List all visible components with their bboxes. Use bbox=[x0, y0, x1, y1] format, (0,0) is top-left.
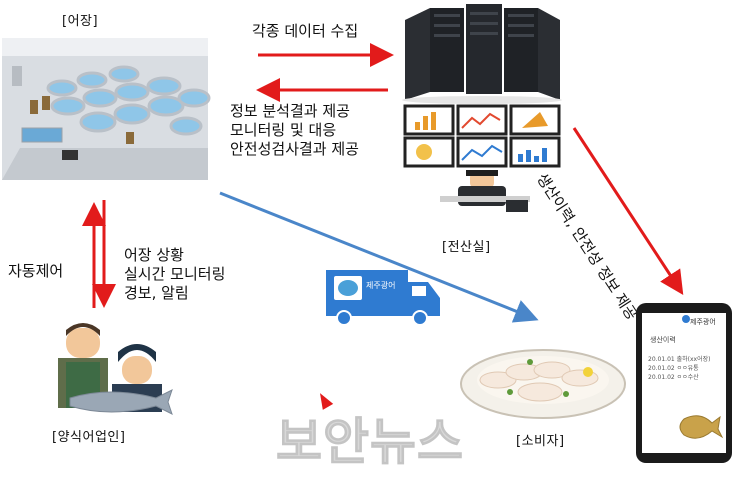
provide-line-1: 정보 분석결과 제공 bbox=[230, 102, 350, 120]
flatfish-icon bbox=[679, 415, 724, 439]
brand-logo-icon bbox=[682, 315, 690, 323]
provide-line-2: 모니터링 및 대응 bbox=[230, 121, 337, 139]
provide-line-3: 안전성검사결과 제공 bbox=[230, 140, 359, 158]
phone-screen: 제주광어 생산이력 20.01.01 출하(xx어장) 20.01.02 ㅇㅇ유… bbox=[642, 313, 726, 453]
monitoring-text-block: 어장 상황 실시간 모니터링 경보, 알림 bbox=[124, 246, 225, 303]
watermark: 보안뉴스 bbox=[276, 413, 464, 472]
farm-label: [어장] bbox=[62, 14, 99, 29]
consumer-label: [소비자] bbox=[516, 434, 565, 449]
phone-history-row: 20.01.02 ㅇㅇ수산 bbox=[648, 374, 699, 381]
phone-title: 생산이력 bbox=[650, 336, 676, 344]
phone-history-row: 20.01.02 ㅇㅇ유통 bbox=[648, 365, 699, 372]
monitoring-line-2: 실시간 모니터링 bbox=[124, 265, 226, 283]
phone-history-list: 20.01.01 출하(xx어장) 20.01.02 ㅇㅇ유통 20.01.02… bbox=[648, 355, 711, 382]
history-arrow bbox=[572, 127, 684, 296]
phone-brand: 제주광어 bbox=[690, 318, 716, 326]
collect-text: 각종 데이터 수집 bbox=[252, 22, 359, 40]
auto-control-text: 자동제어 bbox=[8, 262, 64, 280]
smartphone: 제주광어 생산이력 20.01.01 출하(xx어장) 20.01.02 ㅇㅇ유… bbox=[636, 303, 732, 463]
monitoring-line-1: 어장 상황 bbox=[124, 246, 184, 264]
monitoring-line-3: 경보, 알림 bbox=[124, 284, 189, 302]
provide-text-block: 정보 분석결과 제공 모니터링 및 대응 안전성검사결과 제공 bbox=[230, 102, 359, 159]
distribution-arrow bbox=[219, 191, 539, 323]
truck-brand: 제주광어 bbox=[366, 281, 396, 290]
phone-history-row: 20.01.01 출하(xx어장) bbox=[648, 356, 711, 363]
farmer-label: [양식어업인] bbox=[52, 430, 126, 445]
datacenter-label: [전산실] bbox=[442, 240, 491, 255]
